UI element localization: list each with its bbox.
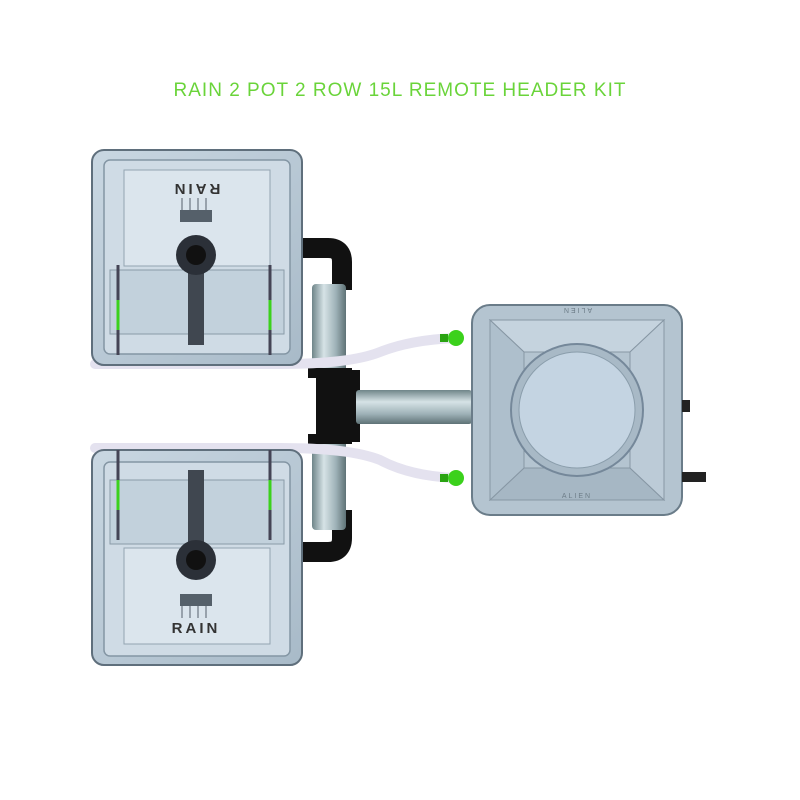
pot-lower: RAIN [91,449,303,666]
tank-label-top: ALIEN [562,306,592,313]
tee-junction [316,370,360,442]
outlet-pipe [356,390,472,424]
black-pipe-upper [300,238,352,290]
manifold-pipe-upper [312,284,346,374]
header-tank: ALIEN ALIEN [471,304,706,516]
tee-collar-top [308,368,352,378]
page-title: RAIN 2 POT 2 ROW 15L REMOTE HEADER KIT [173,80,627,101]
fitting-upper-icon [448,330,464,346]
tank-label-bottom: ALIEN [562,493,592,500]
manifold-pipe-lower [312,440,346,530]
fitting-lower-icon [448,470,464,486]
feed-tube-upper [90,333,460,369]
black-pipe-lower [300,510,352,562]
pot-upper: RAIN [91,149,303,366]
feed-tube-lower [90,443,460,483]
pot-lower-logo: RAIN [172,620,221,637]
pot-upper-logo: RAIN [172,180,221,197]
tee-collar-bottom [308,434,352,444]
